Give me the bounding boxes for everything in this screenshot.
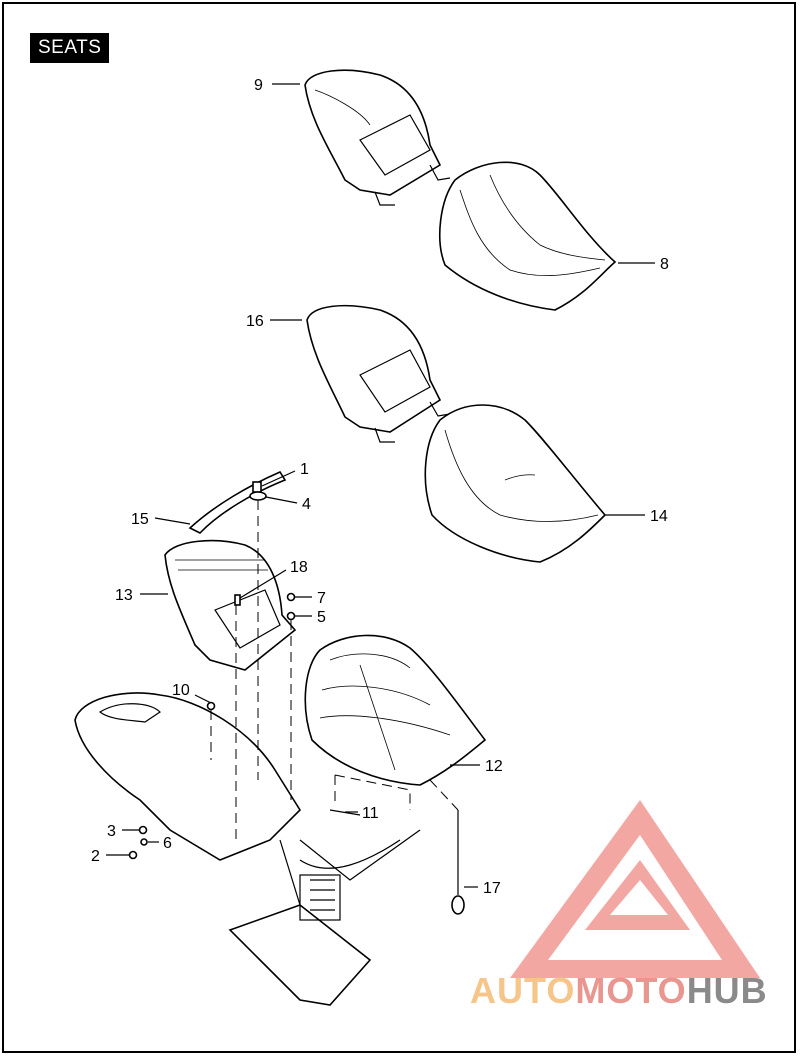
part-6-washer	[140, 838, 148, 846]
callout-12: 12	[485, 758, 503, 775]
callout-14: 14	[650, 508, 668, 525]
part-9-pillion	[304, 69, 451, 206]
callout-8: 8	[660, 256, 669, 273]
watermark-logo	[510, 800, 760, 978]
part-16-pillion	[306, 304, 451, 443]
part-10-screw	[206, 701, 216, 711]
part-3-washer	[138, 825, 148, 835]
callout-10: 10	[172, 682, 190, 699]
callout-16: 16	[246, 313, 264, 330]
callout-7: 7	[317, 590, 326, 607]
part-14-solo-seat	[424, 404, 607, 563]
callout-4: 4	[302, 496, 311, 513]
part-12-solo-seat	[304, 634, 487, 786]
section-title: SEATS	[30, 33, 110, 63]
callout-numbers: 9 8 16 14 1 4 15 13 18 7 5 10 11 12 3 6 …	[91, 77, 669, 897]
part-5-washer	[286, 611, 296, 621]
part-7-nut	[286, 592, 296, 602]
callout-5: 5	[317, 609, 326, 626]
part-2-screw	[128, 850, 138, 860]
callout-18: 18	[290, 559, 308, 576]
leader-lines	[106, 83, 655, 888]
part-8-solo-seat	[439, 161, 617, 311]
callout-6: 6	[163, 835, 172, 852]
callout-9: 9	[254, 77, 263, 94]
watermark-moto: MOTO	[575, 970, 687, 1011]
rear-fender-frame	[74, 692, 421, 1006]
part-15-strap	[188, 470, 287, 534]
callout-1: 1	[300, 461, 309, 478]
callout-17: 17	[483, 880, 501, 897]
callout-3: 3	[107, 823, 116, 840]
part-4-washer	[249, 491, 267, 501]
part-18-stud	[234, 594, 241, 606]
callout-11: 11	[362, 805, 379, 822]
callout-2: 2	[91, 848, 100, 865]
part-13-pillion	[164, 539, 297, 671]
callout-15: 15	[131, 511, 149, 528]
callout-13: 13	[115, 587, 133, 604]
part-17-cable	[451, 810, 465, 915]
watermark-hub: HUB	[686, 970, 768, 1011]
watermark-text: AUTOMOTOHUB	[470, 970, 768, 1012]
watermark-auto: AUTO	[470, 970, 576, 1011]
alignment-lines	[210, 500, 459, 840]
part-1-screw	[252, 481, 262, 493]
